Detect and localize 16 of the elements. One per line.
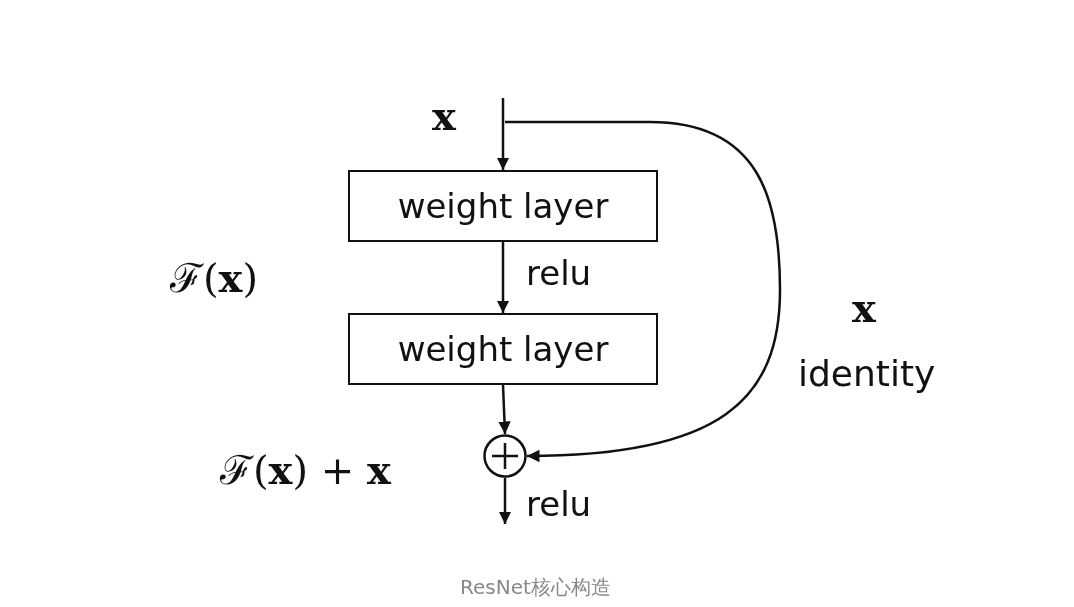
arrow — [498, 384, 511, 435]
arrow — [496, 242, 510, 313]
arrow — [496, 98, 510, 170]
input-variable: x — [432, 96, 456, 136]
arrow — [498, 478, 512, 524]
identity-variable: x — [852, 288, 876, 328]
box-label: weight layer — [397, 329, 609, 369]
output-sum-label: ℱ(x) + x — [220, 450, 391, 490]
process-box — [348, 170, 658, 242]
caption: ResNet核心构造 — [460, 574, 611, 601]
identity-label: identity — [798, 356, 936, 392]
plus-circle-node — [483, 434, 527, 478]
arrow — [505, 120, 782, 462]
process-box — [348, 313, 658, 385]
residual-function-label: ℱ(x) — [170, 258, 259, 298]
box-label: weight layer — [397, 186, 609, 226]
